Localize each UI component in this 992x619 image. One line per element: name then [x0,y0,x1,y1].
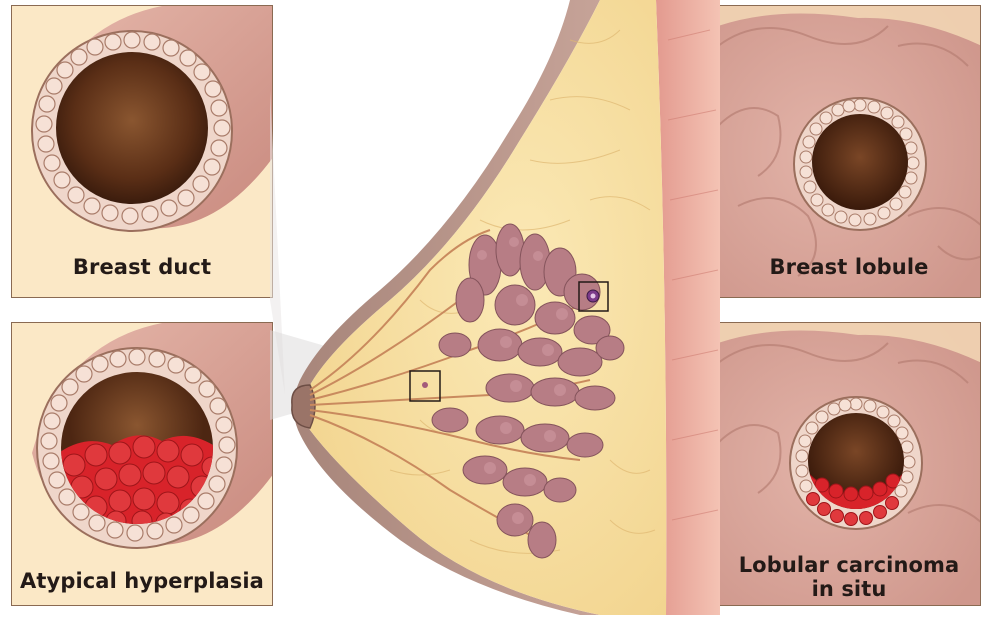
breast-lobule-label: Breast lobule [718,255,980,279]
lobular-carcinoma-panel: Lobular carcinoma in situ [717,322,981,606]
breast-duct-label: Breast duct [12,255,272,279]
breast-cross-section [270,0,720,615]
lobular-carcinoma-label: Lobular carcinoma in situ [718,553,980,601]
atypical-hyperplasia-illustration [12,323,273,606]
lobular-carcinoma-label-line2: in situ [718,577,980,601]
breast-duct-panel: Breast duct [11,5,273,298]
nipple [292,385,315,428]
breast-anatomy-illustration [270,0,720,615]
breast-lobule-panel: Breast lobule [717,5,981,298]
duct-lumen [56,52,208,204]
atypical-hyperplasia-panel: Atypical hyperplasia [11,322,273,606]
atypical-hyperplasia-label: Atypical hyperplasia [12,569,272,593]
lobular-carcinoma-label-line1: Lobular carcinoma [718,553,980,577]
lobule-lumen [812,114,908,210]
